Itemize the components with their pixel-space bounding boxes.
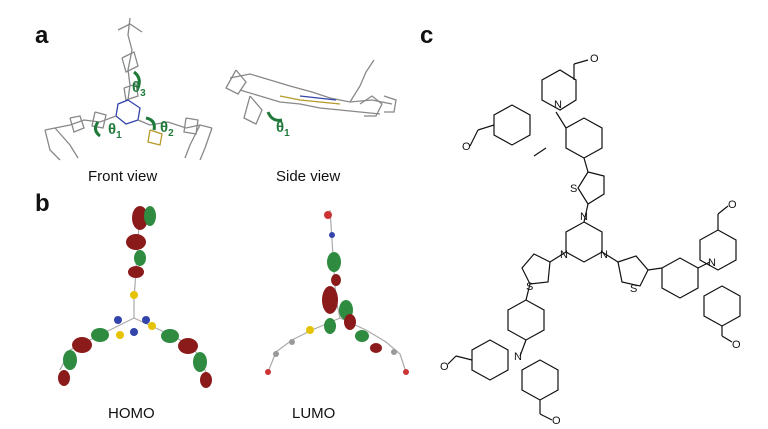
front-view-caption: Front view bbox=[88, 168, 158, 185]
atom-n-left: N bbox=[514, 351, 522, 363]
side-view-caption: Side view bbox=[276, 168, 341, 185]
thiophene-left bbox=[521, 253, 551, 285]
atom-s-top: S bbox=[570, 183, 577, 195]
theta-3-label: θ3 bbox=[132, 79, 146, 99]
atom-o-right-top: O bbox=[728, 199, 737, 211]
triazine-ring bbox=[565, 221, 603, 263]
atom-o-top: O bbox=[590, 53, 599, 65]
phenyl-left bbox=[507, 299, 545, 341]
atom-n-right: N bbox=[708, 257, 716, 269]
chemical-structure bbox=[447, 59, 741, 421]
atom-o-left: O bbox=[440, 361, 449, 373]
theta-2-label: θ2 bbox=[160, 119, 174, 139]
panel-label-a: a bbox=[35, 22, 49, 49]
homo-caption: HOMO bbox=[108, 405, 155, 422]
side-theta-1-label: θ1 bbox=[276, 119, 290, 139]
atom-s-left: S bbox=[526, 281, 533, 293]
lumo-orbital bbox=[265, 209, 409, 375]
thiophene-right bbox=[617, 255, 649, 287]
theta-1-label: θ1 bbox=[108, 121, 122, 141]
panel-label-c: c bbox=[420, 22, 434, 49]
atom-n-ring-2: N bbox=[560, 249, 568, 261]
atom-s-right: S bbox=[630, 283, 637, 295]
atom-o-bottom: O bbox=[552, 415, 561, 427]
atom-n-ring-1: N bbox=[580, 211, 588, 223]
front-view-molecule bbox=[44, 17, 213, 161]
phenyl-right bbox=[661, 257, 699, 299]
homo-orbital bbox=[58, 206, 212, 388]
phenyl-top bbox=[565, 117, 603, 159]
thiophene-top bbox=[577, 171, 605, 205]
panel-label-b: b bbox=[35, 190, 50, 217]
atom-n-ring-3: N bbox=[600, 249, 608, 261]
atom-o-right-bottom: O bbox=[732, 339, 741, 351]
atom-n-top: N bbox=[554, 99, 562, 111]
lumo-caption: LUMO bbox=[292, 405, 336, 422]
atom-labels: N O O S N N N S S N O O N O O bbox=[440, 53, 741, 427]
atom-o-left-top: O bbox=[462, 141, 471, 153]
side-view-molecule bbox=[225, 59, 397, 125]
angle-markers bbox=[93, 70, 283, 138]
